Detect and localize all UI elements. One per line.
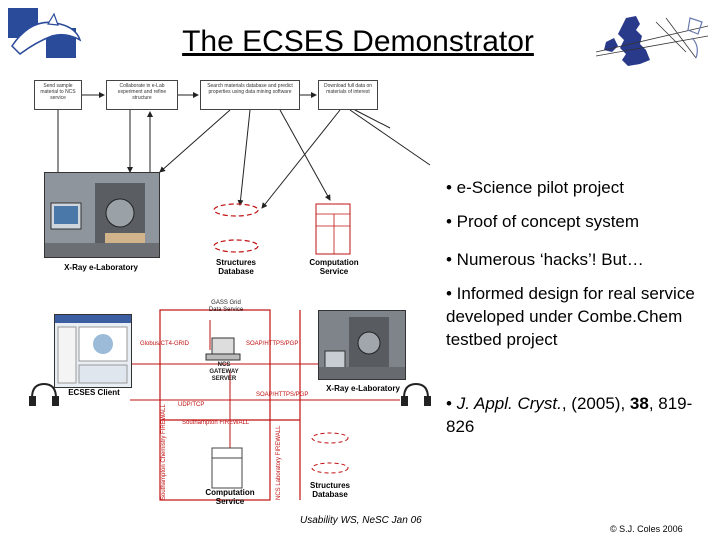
bullet-item: • Proof of concept system	[446, 212, 640, 231]
gass-label-2: Data Service	[208, 307, 244, 313]
citation-bullet: •	[446, 394, 457, 413]
top-flow-arrows	[57, 92, 431, 255]
gass-label-1: GASS Grid	[211, 300, 241, 306]
citation-pages: , 819-826	[446, 394, 693, 436]
soap-label-mid: SOAP/HTTPS/PGP	[256, 392, 309, 398]
bullet-item: • Informed design for real service devel…	[446, 284, 695, 349]
flow-box-collaborate: Collaborate in e-Lab experiment and refi…	[106, 80, 178, 110]
xray-lab-label: X-Ray e-Laboratory	[64, 263, 138, 272]
ncs-gateway-label-2: GATEWAY	[209, 369, 239, 375]
xray-lab-bottom-label: X-Ray e-Laboratory	[326, 384, 400, 393]
flow-box-search-database: Search materials database and predict pr…	[200, 80, 300, 110]
flow-box-send-sample: Send sample material to NCS service	[34, 80, 82, 110]
xray-lab-photo	[44, 172, 160, 258]
structures-bottom-label-1: Structures	[309, 481, 350, 490]
uk-map-logo-icon	[596, 16, 708, 66]
ecses-client-label: ECSES Client	[68, 388, 120, 397]
computation-service-bottom-label-2: Service	[215, 497, 245, 506]
structures-bottom-label-2: Database	[312, 490, 348, 499]
xray-lab-photo-bottom	[318, 310, 406, 380]
ncs-firewall-label: NCS Laboratory FIREWALL	[276, 425, 282, 500]
soap-label-top: SOAP/HTTPS/PGP	[246, 341, 299, 347]
ncs-gateway-label-3: SERVER	[211, 376, 237, 382]
globus-label: Globus/CT4-GRID	[140, 341, 190, 347]
citation-journal: J. Appl. Cryst.	[456, 394, 562, 413]
udp-label: UDP/TCP	[178, 402, 205, 408]
bullet-item: • Numerous ‘hacks’! But…	[446, 250, 644, 269]
ecses-client-screenshot	[54, 314, 132, 388]
bullet-item-citation: • J. Appl. Cryst., (2005), 38, 819-826	[446, 392, 706, 438]
architecture-diagram	[29, 309, 431, 501]
computation-service-bottom-label-1: Computation	[205, 488, 255, 497]
flow-box-download-data: Download full data on materials of inter…	[318, 80, 378, 110]
structures-db-label-1: Structures	[215, 258, 256, 267]
slide-title: The ECSES Demonstrator	[182, 25, 534, 58]
bullet-item: • e-Science pilot project	[446, 178, 624, 197]
headset-icon-right	[401, 382, 431, 406]
citation-volume: 38	[629, 394, 649, 413]
computation-service-label-2: Service	[319, 267, 349, 276]
headset-icon-left	[29, 382, 59, 406]
computation-service-label-1: Computation	[309, 258, 359, 267]
firewall-horizontal-label: Southampton FIREWALL	[182, 420, 250, 426]
ncs-gateway-label-1: NCS	[217, 362, 231, 368]
southampton-firewall-label: Southampton Chemistry FIREWALL	[161, 404, 167, 500]
structures-db-label-2: Database	[218, 267, 254, 276]
footer-event: Usability WS, NeSC Jan 06	[300, 515, 422, 526]
footer-copyright: © S.J. Coles 2006	[610, 524, 683, 534]
citation-year: , (2005),	[561, 394, 630, 413]
dolphin-logo-icon	[8, 8, 82, 58]
